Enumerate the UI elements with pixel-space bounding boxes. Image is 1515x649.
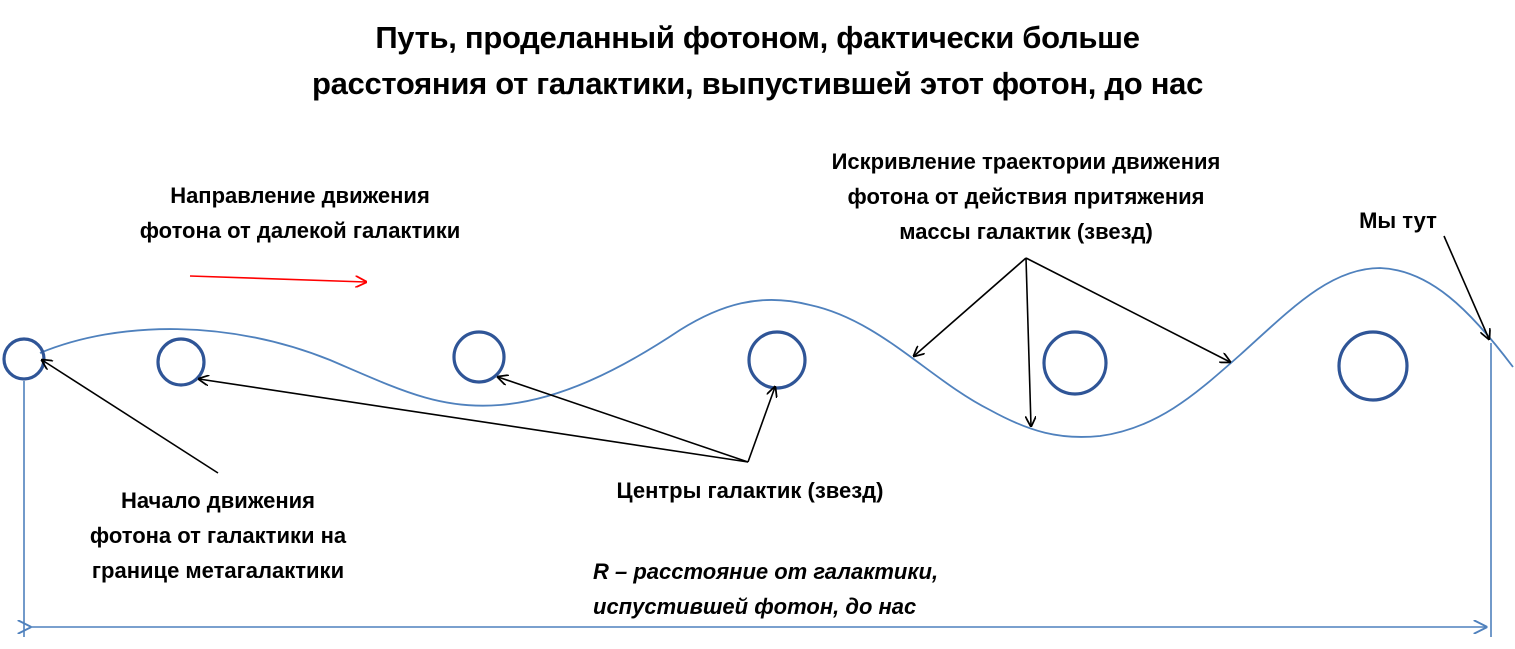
distance-label-line-1: R – расстояние от галактики, — [593, 554, 938, 589]
galaxy-circle — [156, 337, 206, 387]
galaxy-circle — [747, 330, 807, 390]
center-pointer-arrow — [747, 387, 775, 463]
direction-label-line-2: фотона от далекой галактики — [139, 218, 461, 243]
distance-label-line-2: испустившей фотон, до нас — [593, 594, 917, 619]
galaxy-centers-label: Центры галактик (звезд) — [616, 478, 884, 503]
center-pointer-arrow — [498, 377, 749, 463]
galaxy-circle — [2, 337, 46, 381]
galaxy-centers — [2, 330, 1409, 402]
curvature-label-line-2: фотона от действия притяжения — [847, 184, 1205, 209]
title-line-1: Путь, проделанный фотоном, фактически бо… — [375, 20, 1140, 55]
curvature-label-line-3: массы галактик (звезд) — [899, 219, 1153, 244]
direction-arrow — [189, 275, 366, 282]
we-are-here-label: Мы тут — [1359, 208, 1437, 233]
start-pointer-arrow — [42, 360, 219, 474]
curvature-pointer-arrow — [1025, 257, 1031, 426]
curvature-pointer-arrow — [914, 257, 1027, 356]
we-are-here-pointer-arrow — [1443, 235, 1489, 339]
galaxy-circle — [1042, 330, 1108, 396]
photon-path — [39, 267, 1514, 438]
start-label-line-3: границе метагалактики — [91, 558, 345, 583]
center-pointer-arrow — [199, 379, 749, 463]
direction-label-line-1: Направление движения — [170, 183, 430, 208]
galaxy-circle — [1337, 330, 1409, 402]
start-label-line-2: фотона от галактики на — [89, 523, 347, 548]
distance-label-text: – расстояние от галактики, — [608, 559, 939, 584]
curvature-pointer-arrow — [1025, 257, 1230, 362]
galaxy-circle — [452, 330, 506, 384]
title-line-2: расстояния от галактики, выпустившей это… — [311, 66, 1204, 101]
distance-symbol: R — [593, 559, 609, 584]
curvature-label-line-1: Искривление траектории движения — [831, 149, 1221, 174]
start-label-line-1: Начало движения — [120, 488, 316, 513]
